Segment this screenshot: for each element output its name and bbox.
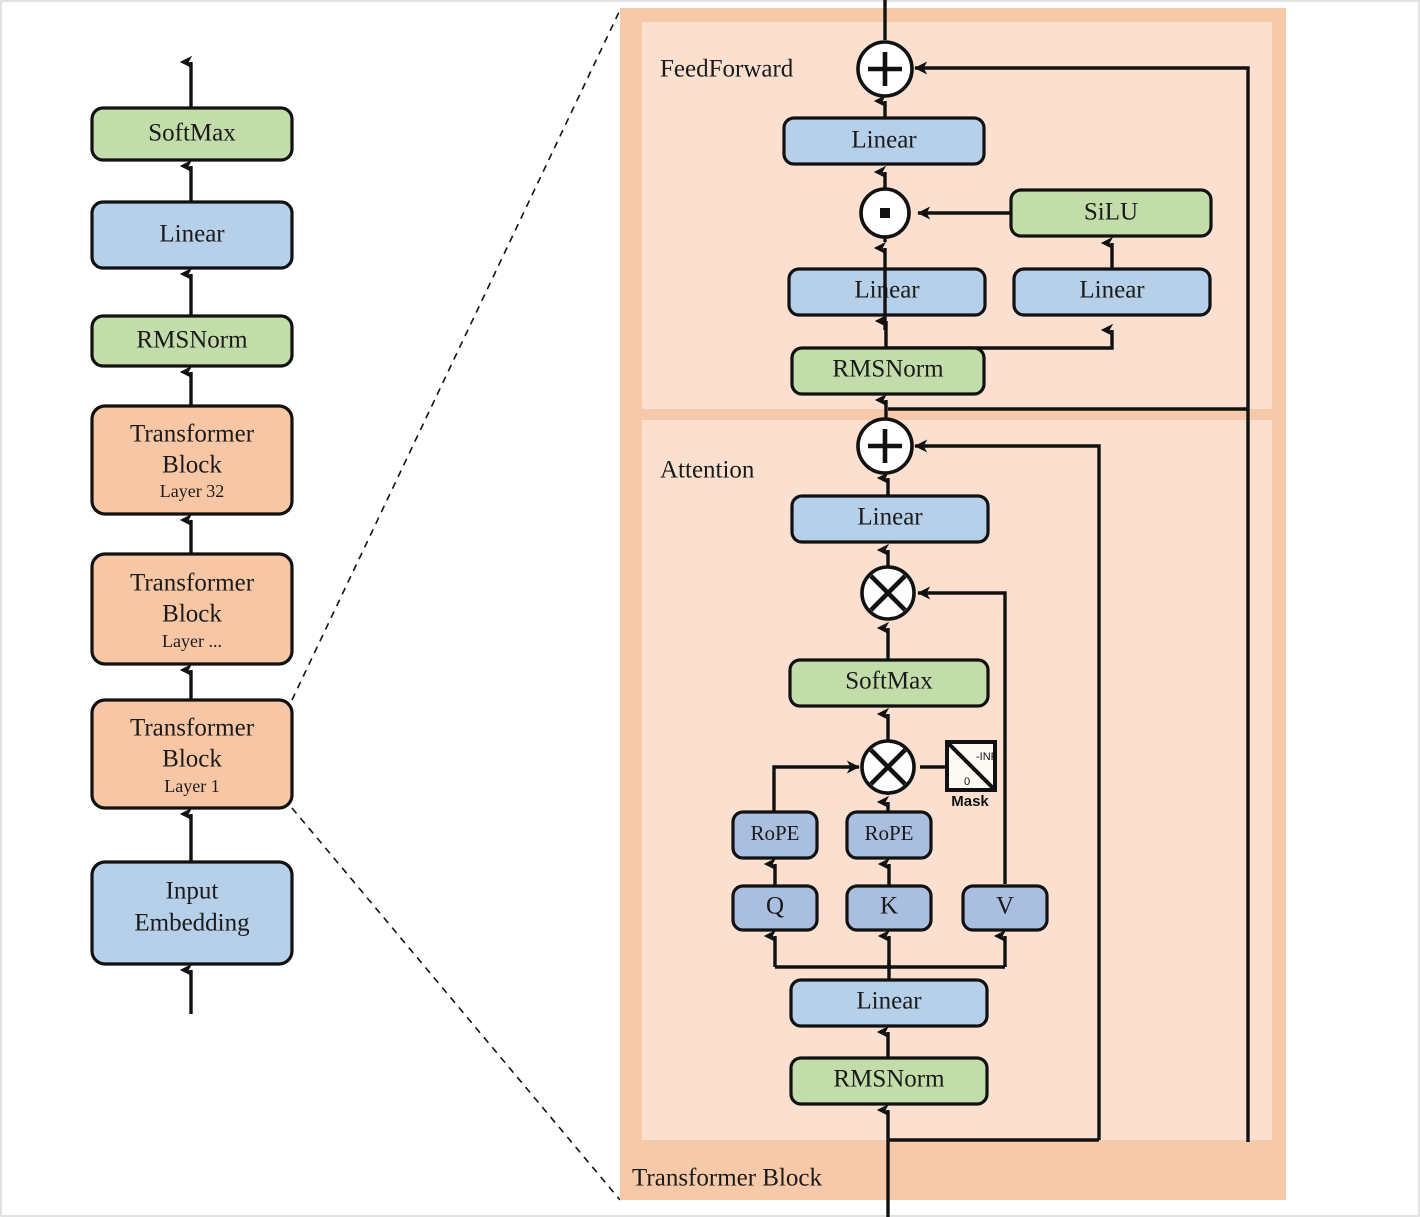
feedforward-elementwise-multiply-node[interactable] [859, 187, 911, 239]
callout-line-lower [291, 807, 621, 1201]
attention-matmul-1-node[interactable] [860, 739, 916, 795]
stack-node-block-mid-sublabel: Layer ... [162, 631, 222, 651]
stack-node-block-mid-label2: Block [162, 601, 222, 628]
attention-k[interactable]: K [845, 884, 933, 932]
stack-node-block-32-sublabel: Layer 32 [160, 481, 224, 501]
stack-node-block-1[interactable]: Transformer Block Layer 1 [90, 698, 294, 810]
attention-rope-q[interactable]: RoPE [731, 810, 819, 860]
attention-rmsnorm-label: RMSNorm [833, 1066, 945, 1093]
stack-node-input-embedding-label1: Input [166, 878, 219, 905]
stack-node-input-embedding[interactable]: Input Embedding [90, 860, 294, 966]
stack-node-block-1-label2: Block [162, 746, 222, 773]
feedforward-linear-gate-label: Linear [854, 277, 920, 304]
connector-ropeq-to-matmul1 [772, 760, 860, 811]
stack-node-rmsnorm-final[interactable]: RMSNorm [90, 314, 294, 368]
attention-matmul-2-node[interactable] [860, 565, 916, 621]
callout-line-upper [291, 9, 621, 701]
stack-node-softmax[interactable]: SoftMax [90, 106, 294, 162]
attention-section-label: Attention [660, 457, 755, 484]
detail-panel-outer-label: Transformer Block [632, 1165, 823, 1192]
stack-node-block-1-label1: Transformer [130, 715, 255, 742]
feedforward-rmsnorm[interactable]: RMSNorm [790, 346, 986, 396]
stack-node-block-mid[interactable]: Transformer Block Layer ... [90, 552, 294, 666]
stack-node-linear-head-label: Linear [159, 221, 225, 248]
attention-rope-k[interactable]: RoPE [845, 810, 933, 860]
stack-node-softmax-label: SoftMax [148, 120, 236, 147]
stack-node-block-32-label2: Block [162, 452, 222, 479]
attention-q[interactable]: Q [731, 884, 819, 932]
mask-caption: Mask [951, 793, 989, 810]
feedforward-linear-up[interactable]: Linear [1012, 267, 1212, 317]
attention-add-node[interactable] [856, 417, 914, 475]
attention-linear-out[interactable]: Linear [790, 494, 990, 544]
connector-v-to-matmul2 [917, 586, 1007, 884]
feedforward-silu-label: SiLU [1084, 199, 1138, 226]
feedforward-add-node[interactable] [856, 40, 914, 98]
mask-low-value: 0 [964, 776, 970, 788]
attention-softmax-label: SoftMax [845, 668, 933, 695]
feedforward-linear-out[interactable]: Linear [782, 116, 986, 166]
attention-v-label: V [996, 893, 1014, 920]
attention-rope-k-label: RoPE [864, 821, 913, 845]
feedforward-rmsnorm-label: RMSNorm [832, 356, 944, 383]
attention-k-label: K [880, 893, 898, 920]
attention-residual-wire [914, 439, 1101, 1140]
transformer-block-detail-panel: FeedForward Attention Transformer Block … [620, 0, 1286, 1217]
feedforward-residual-wire [914, 61, 1250, 1142]
stack-node-block-32[interactable]: Transformer Block Layer 32 [90, 404, 294, 516]
attention-rope-q-label: RoPE [750, 821, 799, 845]
feedforward-section-label: FeedForward [660, 56, 794, 83]
attention-rmsnorm[interactable]: RMSNorm [789, 1056, 989, 1106]
attention-v[interactable]: V [961, 884, 1049, 932]
stack-node-linear-head[interactable]: Linear [90, 200, 294, 270]
stack-node-block-1-sublabel: Layer 1 [164, 776, 219, 796]
attention-mask-icon[interactable]: 0 -INF Mask [945, 740, 998, 810]
feedforward-silu[interactable]: SiLU [1009, 188, 1213, 238]
stack-node-input-embedding-label2: Embedding [134, 910, 250, 937]
mask-high-value: -INF [976, 751, 998, 763]
attention-linear-qkv-label: Linear [856, 988, 922, 1015]
feedforward-linear-out-label: Linear [851, 127, 917, 154]
feedforward-linear-gate[interactable]: Linear [787, 267, 987, 317]
dot-product-glyph [880, 208, 890, 218]
stack-node-block-32-label1: Transformer [130, 421, 255, 448]
attention-q-label: Q [766, 893, 784, 920]
stack-node-block-mid-label1: Transformer [130, 570, 255, 597]
model-overview-stack: SoftMax Linear RMSNorm Transformer Block… [90, 55, 294, 1014]
attention-softmax[interactable]: SoftMax [788, 658, 990, 708]
attention-linear-qkv[interactable]: Linear [789, 978, 989, 1028]
feedforward-linear-up-label: Linear [1079, 277, 1145, 304]
attention-linear-out-label: Linear [857, 504, 923, 531]
stack-node-rmsnorm-final-label: RMSNorm [136, 327, 248, 354]
